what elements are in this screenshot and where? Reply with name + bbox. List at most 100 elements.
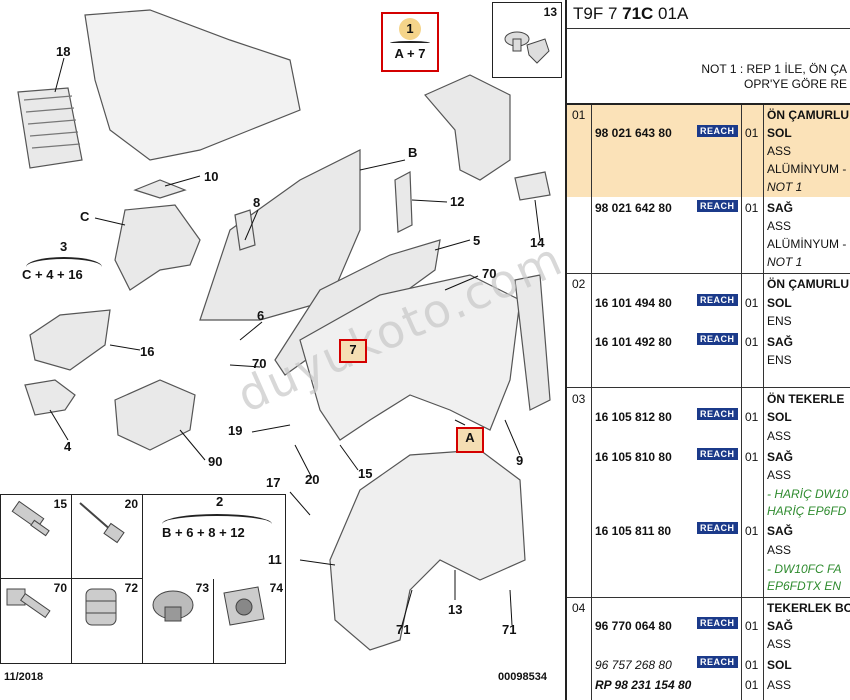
fastener-cell-70[interactable]: 70 bbox=[1, 579, 72, 663]
callout-2[interactable]: 2 bbox=[216, 494, 224, 509]
column-divider bbox=[591, 105, 592, 700]
inset-13[interactable]: 13 bbox=[492, 2, 562, 78]
callout-16[interactable]: 16 bbox=[140, 344, 155, 359]
callout-11[interactable]: 11 bbox=[268, 552, 282, 567]
desc-line: SAĞ bbox=[767, 619, 794, 633]
callout-13[interactable]: 13 bbox=[448, 602, 463, 617]
footer-date: 11/2018 bbox=[4, 671, 44, 683]
fastener-number: 15 bbox=[53, 497, 67, 511]
reach-badge: REACH bbox=[697, 448, 738, 460]
part-number[interactable]: 16 105 812 80 bbox=[595, 410, 672, 424]
part-number[interactable]: RP 98 231 154 80 bbox=[595, 678, 692, 692]
fastener-cell-15[interactable]: 15 bbox=[1, 495, 72, 579]
part-number[interactable]: 16 105 810 80 bbox=[595, 450, 672, 464]
fastener-cell-73[interactable]: 73 bbox=[143, 579, 214, 663]
part-A-fender bbox=[299, 274, 521, 441]
row-title: ÖN ÇAMURLU bbox=[767, 277, 849, 291]
group-2-label: B + 6 + 8 + 12 bbox=[162, 525, 245, 540]
reach-badge: REACH bbox=[697, 408, 738, 420]
desc-line: ASS bbox=[767, 543, 792, 557]
callout-10[interactable]: 10 bbox=[204, 169, 219, 184]
reach-badge: REACH bbox=[697, 333, 738, 345]
part-number[interactable]: 16 101 494 80 bbox=[595, 296, 672, 310]
cage-nut-icon bbox=[223, 586, 265, 626]
part-number[interactable]: 96 757 268 80 bbox=[595, 658, 672, 672]
reach-badge: REACH bbox=[697, 522, 738, 534]
fastener-number: 20 bbox=[124, 497, 138, 511]
callout-3[interactable]: 3 bbox=[60, 239, 68, 254]
qty: 01 bbox=[745, 335, 759, 349]
part-8-bracket bbox=[234, 209, 256, 251]
callout-9[interactable]: 9 bbox=[516, 453, 524, 468]
callout-20[interactable]: 20 bbox=[305, 472, 320, 487]
callout-71-right[interactable]: 71 bbox=[502, 622, 517, 637]
note-line-1: NOT 1 : REP 1 İLE, ÖN ÇA bbox=[701, 62, 847, 76]
note-line-2: OPR'YE GÖRE RE bbox=[744, 77, 847, 91]
part-number[interactable]: 98 021 643 80 bbox=[595, 126, 672, 140]
header-post: 01A bbox=[653, 4, 689, 23]
part-16 bbox=[29, 309, 111, 371]
desc-line: ENS bbox=[767, 314, 792, 328]
callout-19[interactable]: 19 bbox=[228, 423, 243, 438]
part-number[interactable]: 16 105 811 80 bbox=[595, 524, 672, 538]
divider bbox=[567, 597, 850, 598]
callout-8[interactable]: 8 bbox=[253, 195, 261, 210]
reach-badge: REACH bbox=[697, 125, 738, 137]
callout-box-A[interactable]: A bbox=[456, 427, 484, 453]
row-title: TEKERLEK BO bbox=[767, 601, 850, 615]
row-highlight bbox=[567, 105, 850, 197]
fastener-cell-72[interactable]: 72 bbox=[72, 579, 143, 663]
parts-table: T9F 7 71C 01A NOT 1 : REP 1 İLE, ÖN ÇA O… bbox=[565, 0, 850, 700]
row-ref: 04 bbox=[572, 601, 586, 615]
callout-6[interactable]: 6 bbox=[257, 308, 265, 323]
fastener-cell-20[interactable]: 20 bbox=[72, 495, 143, 579]
callout-12[interactable]: 12 bbox=[450, 194, 465, 209]
desc-line: HARİÇ EP6FD bbox=[767, 504, 847, 518]
nut-insert-icon bbox=[85, 588, 117, 626]
reach-badge: REACH bbox=[697, 200, 738, 212]
fastener-grid: 15 20 70 72 73 74 bbox=[0, 494, 286, 664]
reach-badge: REACH bbox=[697, 294, 738, 306]
bolt-icon bbox=[6, 588, 51, 619]
qty: 01 bbox=[745, 296, 759, 310]
divider bbox=[567, 273, 850, 274]
desc-line: - DW10FC FA bbox=[767, 562, 842, 576]
callout-B[interactable]: B bbox=[408, 145, 418, 160]
part-90 bbox=[114, 379, 196, 451]
callout-14[interactable]: 14 bbox=[530, 235, 545, 250]
callout-15[interactable]: 15 bbox=[358, 466, 373, 481]
fastener-cell-empty bbox=[143, 495, 287, 579]
row-ref: 02 bbox=[572, 277, 586, 291]
callout-4[interactable]: 4 bbox=[64, 439, 72, 454]
callout-70-right[interactable]: 70 bbox=[482, 266, 497, 281]
header-bold: 71C bbox=[622, 4, 654, 23]
column-divider bbox=[741, 105, 742, 700]
callout-box-1-label: A + 7 bbox=[394, 46, 426, 61]
callout-box-7[interactable]: 7 bbox=[339, 339, 367, 363]
push-nut-icon bbox=[152, 590, 194, 622]
callout-71-left[interactable]: 71 bbox=[396, 622, 411, 637]
reach-badge: REACH bbox=[697, 617, 738, 629]
qty: 01 bbox=[745, 126, 759, 140]
callout-5[interactable]: 5 bbox=[473, 233, 481, 248]
rivet-icon bbox=[11, 500, 50, 537]
reach-badge: REACH bbox=[697, 656, 738, 668]
qty: 01 bbox=[745, 201, 759, 215]
qty: 01 bbox=[745, 524, 759, 538]
qty: 01 bbox=[745, 450, 759, 464]
parts-illustration bbox=[17, 9, 551, 651]
callout-18[interactable]: 18 bbox=[56, 44, 71, 59]
part-number[interactable]: 96 770 064 80 bbox=[595, 619, 672, 633]
divider bbox=[567, 103, 850, 105]
part-number[interactable]: 98 021 642 80 bbox=[595, 201, 672, 215]
callout-70-left[interactable]: 70 bbox=[252, 356, 267, 371]
part-number[interactable]: 16 101 492 80 bbox=[595, 335, 672, 349]
callout-17[interactable]: 17 bbox=[266, 475, 281, 490]
fastener-cell-74[interactable]: 74 bbox=[214, 579, 287, 663]
callout-C[interactable]: C bbox=[80, 209, 90, 224]
callout-90[interactable]: 90 bbox=[208, 454, 223, 469]
row-title: ÖN ÇAMURLU bbox=[767, 108, 849, 122]
desc-line: ASS bbox=[767, 468, 792, 482]
desc-line: ASS bbox=[767, 678, 792, 692]
callout-box-1[interactable]: 1 A + 7 bbox=[381, 12, 439, 72]
